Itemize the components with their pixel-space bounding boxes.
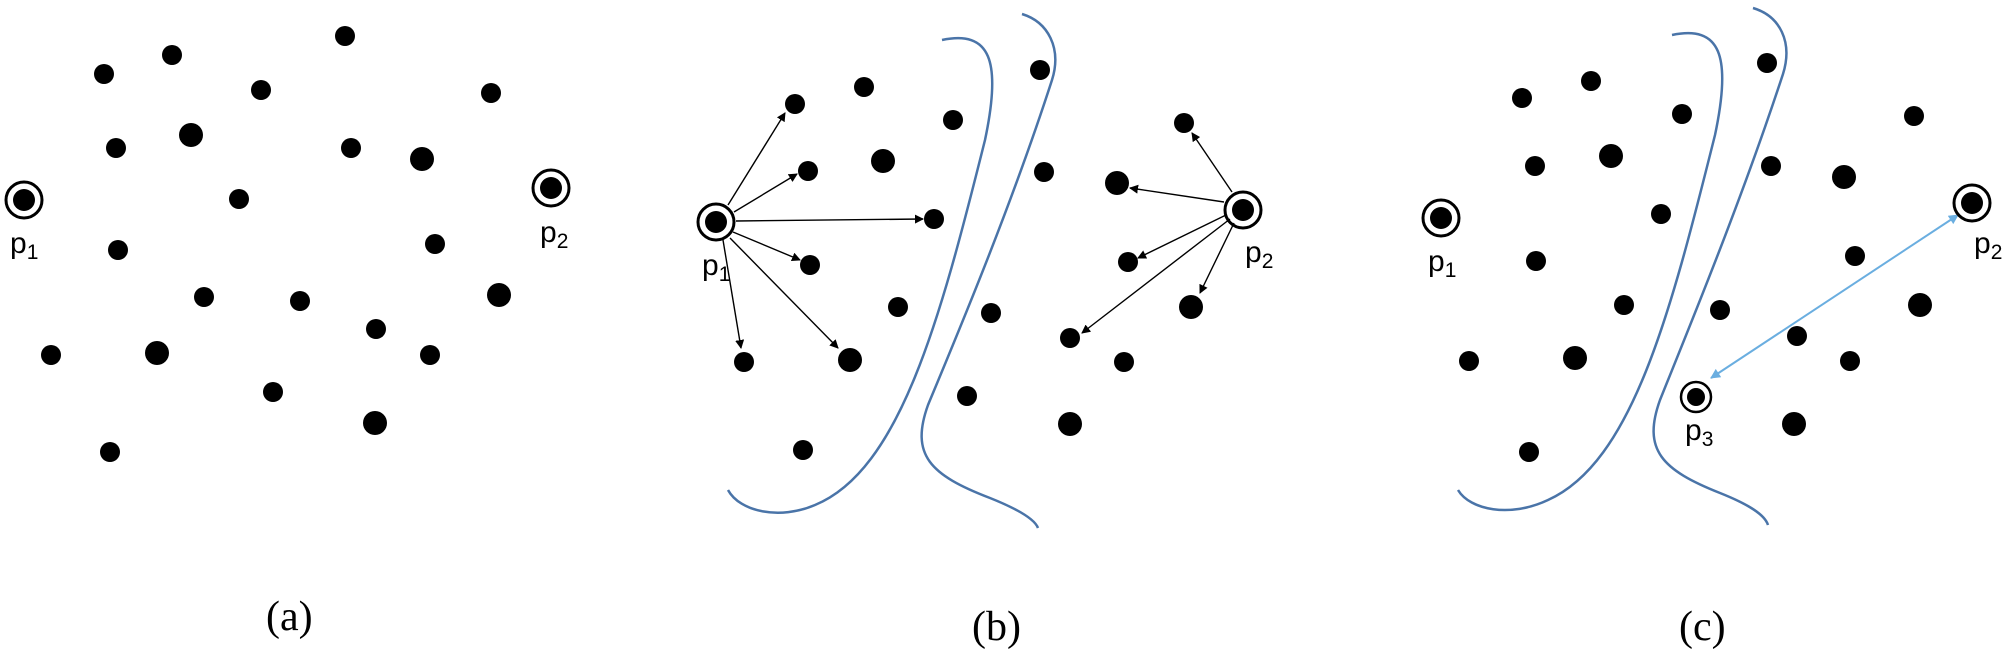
point-p2-c: p2	[1952, 183, 2002, 264]
svg-text:p1: p1	[702, 249, 730, 286]
svg-text:p1: p1	[10, 227, 38, 264]
svg-text:p2: p2	[540, 216, 568, 253]
point-p3-c: p3	[1679, 380, 1713, 451]
panel-c: p1 p2 p3 (c)	[1421, 6, 2002, 650]
point-p1-a: p1	[4, 180, 44, 264]
boundary-curves-b	[726, 12, 1057, 529]
point-p1-b: p1	[696, 202, 736, 286]
svg-text:p1: p1	[1428, 245, 1456, 282]
neighbor-arrows-p1	[722, 112, 924, 349]
point-p2-a: p2	[531, 168, 571, 253]
svg-text:p2: p2	[1245, 236, 1273, 273]
svg-text:p3: p3	[1685, 414, 1713, 451]
caption-c: (c)	[1679, 604, 1726, 650]
point-p1-c: p1	[1421, 198, 1461, 282]
data-points-b	[734, 60, 1203, 460]
neighbor-arrows-p2	[1081, 132, 1235, 334]
svg-text:p2: p2	[1974, 227, 2002, 264]
caption-a: (a)	[266, 594, 313, 640]
point-p2-b: p2	[1223, 190, 1273, 273]
panel-a: p1 p2 (a)	[4, 26, 571, 640]
boundary-curves-c	[1456, 6, 1788, 526]
data-points-a	[41, 26, 511, 462]
distance-arrow-p3-p2	[1710, 214, 1959, 379]
caption-b: (b)	[972, 604, 1021, 650]
panel-b: p1 p2 (b)	[696, 12, 1273, 650]
